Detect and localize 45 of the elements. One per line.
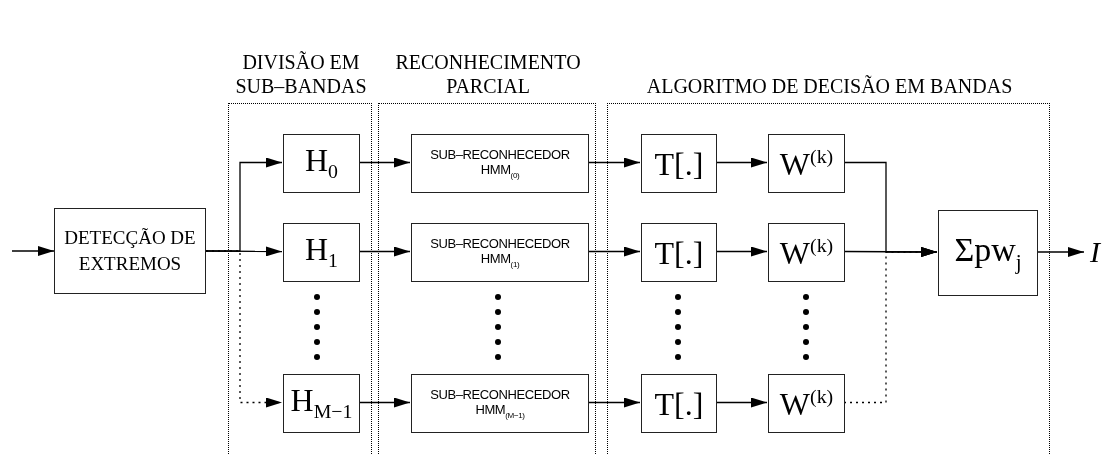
process-box [768, 134, 845, 193]
arrow [587, 397, 641, 408]
box-label: W$^{(k)}$ [779, 236, 834, 269]
process-box [411, 134, 589, 193]
arrow [715, 157, 768, 168]
process-box [641, 374, 717, 433]
arrow [358, 157, 411, 168]
process-box [768, 223, 845, 282]
arrow [715, 397, 768, 408]
box-label: H$_{0}$ [305, 144, 338, 183]
arrow [587, 246, 641, 257]
box-label: SUB–RECONHECEDOR HMM$_{(1)}$ [429, 235, 571, 270]
arrow [358, 397, 411, 408]
process-box [283, 134, 360, 193]
arrow [11, 246, 55, 256]
process-box [641, 134, 717, 193]
stage-heading: ALGORITMO DE DECISÃO EM BANDAS [645, 74, 1014, 98]
box-label: DETECÇÃO DE EXTREMOS [63, 226, 197, 276]
box-label: Σpw$_{j}$ [954, 233, 1022, 273]
process-box [768, 374, 845, 433]
arrow [715, 246, 768, 257]
box-label: W$^{(k)}$ [779, 147, 834, 180]
box-label: SUB–RECONHECEDOR HMM$_{(0)}$ [429, 146, 571, 181]
process-box [938, 210, 1038, 296]
box-label: W$^{(k)}$ [779, 387, 834, 420]
box-label: T[.] [654, 387, 704, 420]
arrow [587, 157, 641, 168]
arrow [1036, 247, 1085, 257]
process-box [411, 374, 589, 433]
box-label: SUB–RECONHECEDOR HMM$_{(M−1)}$ [429, 386, 571, 421]
box-label: T[.] [654, 147, 704, 180]
output-symbol: I [1084, 236, 1106, 268]
box-label: H$_{M−1}$ [290, 384, 353, 423]
stage-heading: DIVISÃO EM SUB–BANDAS [234, 50, 368, 98]
arrow [205, 250, 283, 408]
arrow [358, 246, 411, 257]
process-box [411, 223, 589, 282]
arrow [205, 246, 283, 257]
process-box [283, 374, 360, 433]
stage-heading: RECONHECIMENTO PARCIAL [394, 50, 582, 98]
process-box [54, 208, 206, 294]
process-box [283, 223, 360, 282]
process-box [641, 223, 717, 282]
box-label: T[.] [654, 236, 704, 269]
box-label: H$_{1}$ [305, 233, 338, 272]
